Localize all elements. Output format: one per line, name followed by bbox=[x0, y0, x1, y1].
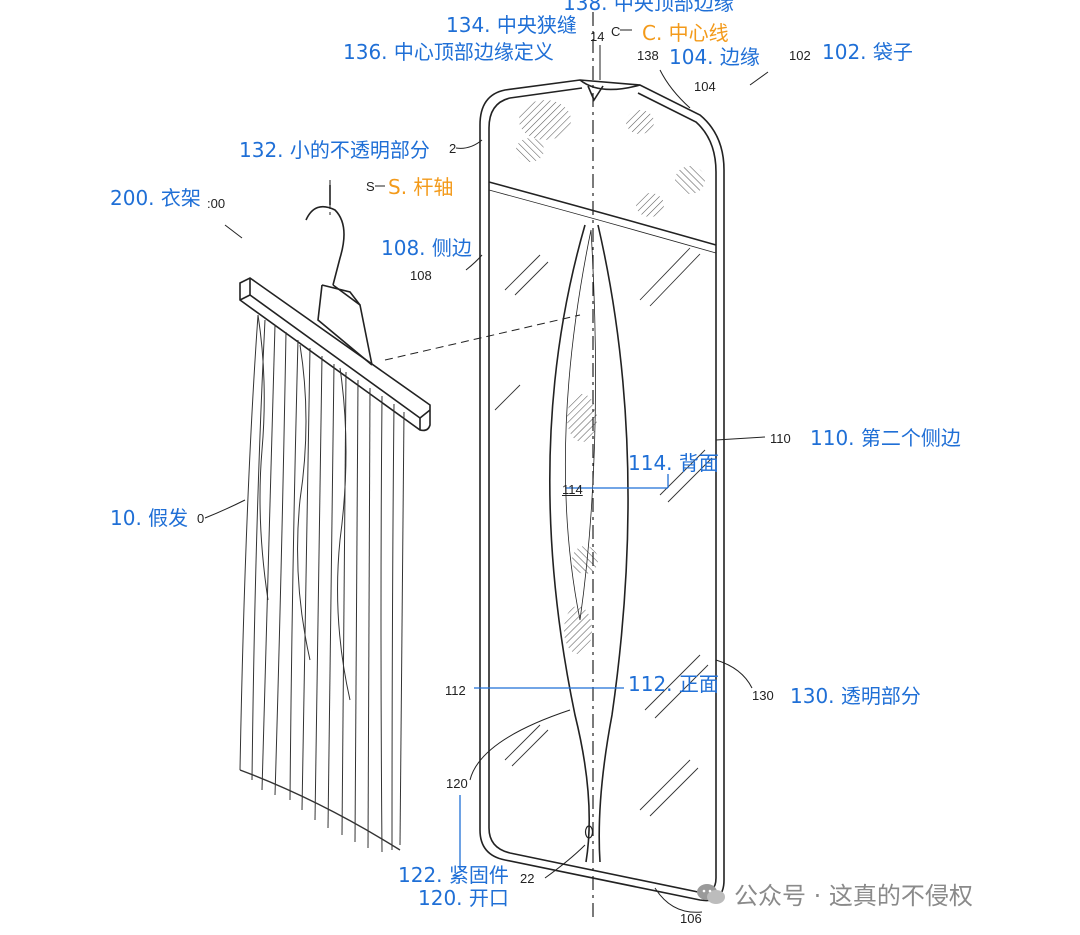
label-122: 122. 紧固件 bbox=[398, 863, 509, 887]
label-200: 200. 衣架 bbox=[110, 186, 201, 210]
label-c: C. 中心线 bbox=[642, 21, 729, 45]
watermark-text: 公众号 · 这真的不侵权 bbox=[734, 882, 973, 910]
ref-c: C bbox=[611, 24, 621, 39]
label-134: 134. 中央狭缝 bbox=[446, 13, 577, 37]
label-110: 110. 第二个侧边 bbox=[810, 426, 961, 450]
ref-108: 108 bbox=[410, 268, 432, 283]
leader-lines bbox=[459, 474, 669, 870]
ref-134: 14 bbox=[590, 29, 605, 44]
wig-10 bbox=[239, 314, 405, 853]
ref-leaders bbox=[204, 29, 769, 913]
ref-138: 138 bbox=[637, 48, 659, 63]
hanger-link bbox=[384, 314, 581, 361]
label-136: 136. 中心顶部边缘定义 bbox=[343, 40, 554, 64]
label-138: 138. 中央顶部边缘 bbox=[563, 0, 734, 15]
label-104: 104. 边缘 bbox=[669, 45, 760, 69]
ref-130: 130 bbox=[752, 688, 774, 703]
ref-s: S bbox=[366, 179, 375, 194]
label-102: 102. 袋子 bbox=[822, 40, 913, 64]
ref-122: 22 bbox=[520, 871, 535, 886]
ref-120: 120 bbox=[446, 776, 468, 791]
watermark: 公众号 · 这真的不侵权 bbox=[696, 876, 973, 911]
label-132: 132. 小的不透明部分 bbox=[239, 138, 430, 162]
label-s: S. 杆轴 bbox=[388, 175, 454, 199]
ref-110: 110 bbox=[770, 431, 791, 446]
label-10: 10. 假发 bbox=[110, 506, 189, 530]
ref-132: 2 bbox=[449, 141, 457, 156]
label-108: 108. 侧边 bbox=[381, 236, 472, 260]
ref-106: 106 bbox=[680, 911, 702, 926]
hanger-200 bbox=[239, 185, 431, 432]
ref-104: 104 bbox=[694, 79, 716, 94]
label-112: 112. 正面 bbox=[628, 672, 719, 696]
glare-lines bbox=[494, 247, 713, 817]
ref-10: 0 bbox=[197, 511, 205, 526]
label-114: 114. 背面 bbox=[628, 451, 719, 475]
ref-114: 114 bbox=[562, 482, 583, 497]
ref-200: :00 bbox=[207, 196, 226, 211]
ref-112: 112 bbox=[445, 683, 466, 698]
bag-102 bbox=[479, 79, 725, 902]
label-130: 130. 透明部分 bbox=[790, 684, 921, 708]
label-120: 120. 开口 bbox=[418, 886, 509, 910]
ref-102: 102 bbox=[789, 48, 811, 63]
opaque-pattern bbox=[516, 100, 705, 654]
wechat-icon bbox=[696, 882, 726, 906]
